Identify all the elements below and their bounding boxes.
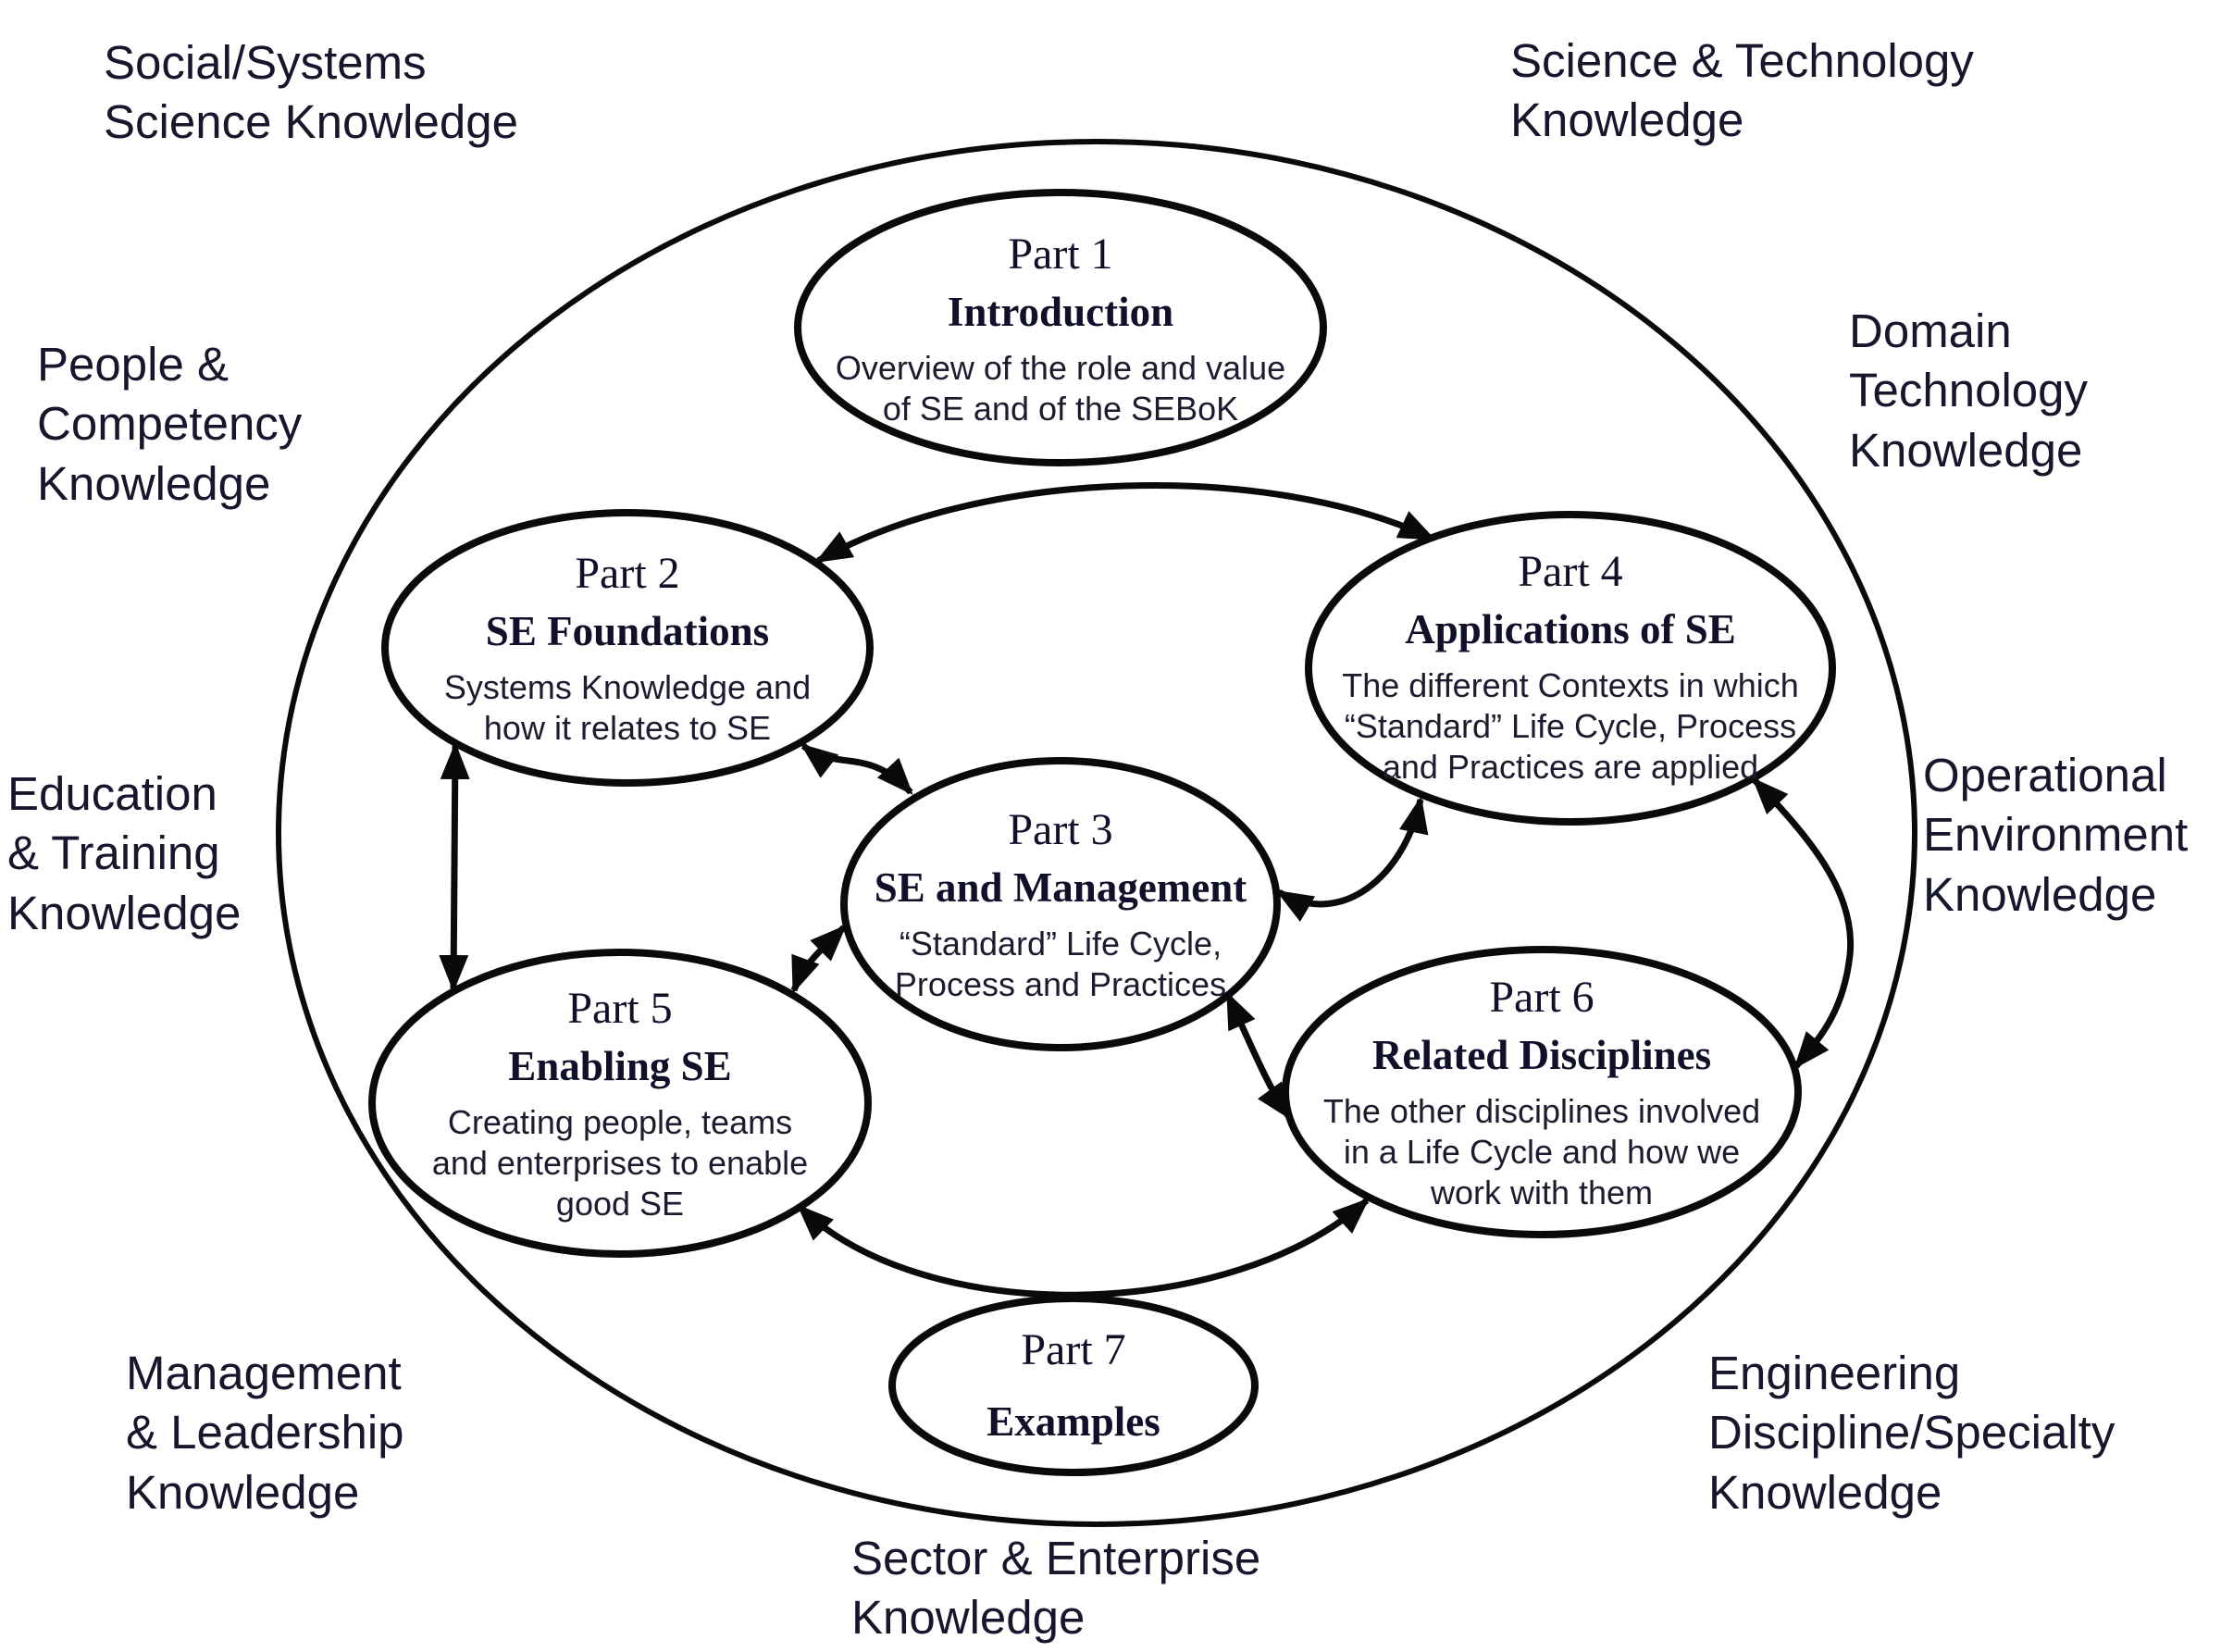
part1-description: Overview of the role and value of SE and…	[835, 348, 1286, 428]
label-engineering-discipline-specialty-knowledge: Engineering Discipline/Specialty Knowled…	[1708, 1347, 2116, 1519]
part1-title: Introduction	[947, 288, 1174, 335]
outer-boundary-circle	[276, 139, 1917, 1527]
part3-title: SE and Management	[874, 863, 1247, 911]
label-science-technology-knowledge: Science & Technology Knowledge	[1510, 34, 1974, 147]
part3-description: “Standard” Life Cycle, Process and Pract…	[894, 924, 1227, 1003]
part7-examples: Part 7 Examples	[892, 1312, 1255, 1459]
part1-number: Part 1	[1008, 229, 1113, 279]
part7-number: Part 7	[1021, 1325, 1126, 1375]
part5-description: Creating people, teams and enterprises t…	[431, 1102, 809, 1223]
label-education-training-knowledge: Education & Training Knowledge	[7, 767, 242, 939]
arrow-part4-part6	[1752, 777, 1855, 1070]
label-management-leadership-knowledge: Management & Leadership Knowledge	[126, 1347, 404, 1519]
arrow-part3-part6	[1224, 991, 1292, 1121]
part1-ellipse	[794, 189, 1327, 466]
arrow-part2-part5	[439, 742, 470, 992]
arrow-part3-part5	[790, 925, 847, 994]
part2-description: Systems Knowledge and how it relates to …	[443, 667, 812, 747]
label-operational-environment-knowledge: Operational Environment Knowledge	[1923, 749, 2189, 921]
part2-se-foundations: Part 2 SE Foundations Systems Knowledge …	[385, 529, 870, 766]
part2-ellipse	[381, 509, 874, 787]
part6-related-disciplines: Part 6 Related Disciplines The other dis…	[1292, 963, 1792, 1222]
part5-ellipse	[368, 949, 872, 1258]
part4-applications-of-se: Part 4 Applications of SE The different …	[1309, 528, 1832, 805]
part1-introduction: Part 1 Introduction Overview of the role…	[801, 213, 1320, 444]
label-social-systems-science-knowledge: Social/Systems Science Knowledge	[104, 36, 518, 149]
part4-number: Part 4	[1518, 546, 1623, 596]
part2-title: SE Foundations	[485, 607, 770, 654]
part4-ellipse	[1305, 511, 1836, 826]
part5-enabling-se: Part 5 Enabling SE Creating people, team…	[372, 974, 868, 1233]
part5-title: Enabling SE	[508, 1042, 732, 1089]
label-domain-technology-knowledge: Domain Technology Knowledge	[1849, 304, 2089, 477]
label-sector-enterprise-knowledge: Sector & Enterprise Knowledge	[851, 1532, 1261, 1645]
arrow-part3-part4	[1275, 796, 1429, 923]
part6-title: Related Disciplines	[1371, 1031, 1712, 1078]
part4-title: Applications of SE	[1405, 605, 1736, 652]
arrow-part2-part3	[800, 743, 913, 795]
part6-description: The other disciplines involved in a Life…	[1322, 1091, 1761, 1211]
part3-se-and-management: Part 3 SE and Management “Standard” Life…	[857, 783, 1264, 1025]
part5-number: Part 5	[567, 983, 673, 1033]
part2-number: Part 2	[575, 548, 680, 598]
part3-number: Part 3	[1008, 804, 1113, 854]
part4-description: The different Contexts in which “Standar…	[1342, 665, 1799, 786]
part7-ellipse	[888, 1295, 1259, 1476]
part6-number: Part 6	[1489, 972, 1594, 1022]
label-people-competency-knowledge: People & Competency Knowledge	[37, 338, 303, 510]
arrow-part5-part6	[797, 1198, 1370, 1298]
arrow-part2-part4	[814, 482, 1436, 565]
part7-title: Examples	[986, 1397, 1160, 1445]
